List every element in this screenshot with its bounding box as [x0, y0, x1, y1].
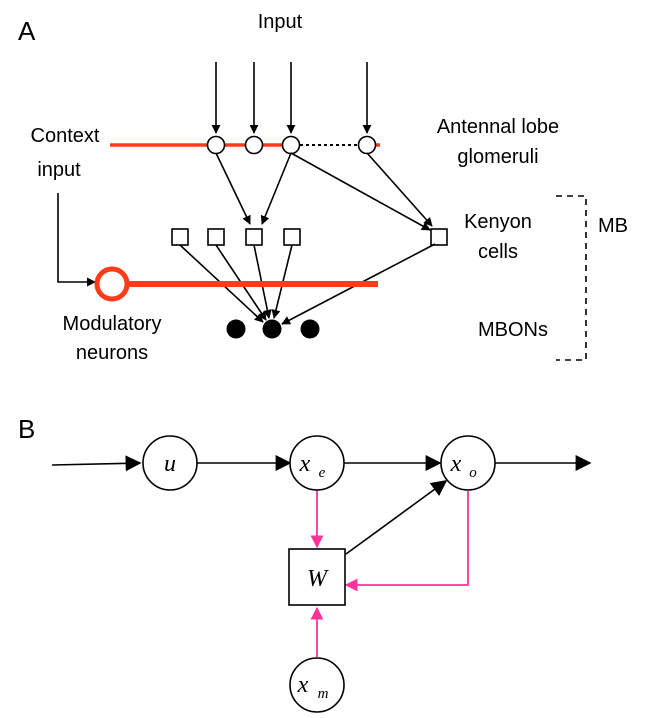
- mbon-1: [226, 319, 246, 339]
- glomeruli-to-kenyon: [215, 152, 433, 231]
- node-w-label: W: [307, 566, 329, 592]
- proj-1: [215, 152, 251, 225]
- glomerulus-2: [244, 135, 264, 155]
- node-u: u: [142, 435, 198, 491]
- node-u-label: u: [164, 451, 176, 477]
- proj-3: [290, 152, 431, 231]
- kenyon-cell-5: [430, 228, 448, 246]
- kenyon-cell-4: [283, 228, 301, 246]
- node-xe: x e: [289, 435, 345, 491]
- node-w: W: [288, 548, 346, 606]
- mbons-label: MBONs: [478, 319, 548, 341]
- panel-b-label: B: [18, 414, 35, 444]
- panel-b: B u x e x o: [18, 414, 592, 713]
- flow-arrows: [51, 455, 592, 555]
- modulatory-label-1: Modulatory: [63, 313, 162, 335]
- mb-label: MB: [598, 215, 628, 237]
- node-xo-circle: [440, 435, 496, 491]
- panel-a: A Input: [18, 11, 628, 364]
- proj-2: [260, 152, 292, 225]
- node-xo: x o: [440, 435, 496, 491]
- context-label-1: Context: [31, 125, 100, 147]
- context-to-modulatory-arrow: [57, 193, 96, 287]
- modulatory-label-2: neurons: [76, 342, 148, 364]
- arrow-w-to-xo: [345, 480, 448, 555]
- mbon-2: [262, 319, 282, 339]
- node-xm-circle: [289, 657, 345, 713]
- glomerulus-4: [357, 135, 377, 155]
- node-xe-circle: [289, 435, 345, 491]
- glomerulus-3: [281, 135, 301, 155]
- kenyon-label-2: cells: [478, 241, 518, 263]
- arrow-xo-to-w: [344, 491, 469, 592]
- mb-bracket: [556, 195, 587, 361]
- node-xm: x m: [289, 657, 345, 713]
- arrow-in-to-u: [51, 455, 142, 472]
- modulatory-neuron: [94, 266, 130, 302]
- antennal-label-2: glomeruli: [457, 146, 538, 168]
- node-xm-sub: m: [318, 686, 329, 702]
- node-u-circle: [142, 435, 198, 491]
- antennal-label-1: Antennal lobe: [437, 116, 559, 138]
- node-xo-base: x: [450, 451, 462, 477]
- node-xm-base: x: [297, 672, 309, 698]
- mbon-3: [300, 319, 320, 339]
- node-xe-sub: e: [319, 465, 326, 481]
- kenyon-label-1: Kenyon: [464, 211, 532, 233]
- node-xe-base: x: [299, 451, 311, 477]
- glomeruli: [206, 135, 377, 155]
- panel-a-label: A: [18, 16, 36, 46]
- kenyon-cell-1: [171, 228, 189, 246]
- node-w-box: [288, 548, 346, 606]
- node-xo-sub: o: [469, 465, 477, 481]
- input-label: Input: [258, 11, 303, 33]
- proj-4: [366, 152, 433, 227]
- input-arrows: [211, 62, 372, 134]
- kenyon-cell-2: [207, 228, 225, 246]
- kenyon-cell-3: [245, 228, 263, 246]
- glomerulus-1: [206, 135, 226, 155]
- kenyon-cells: [171, 228, 448, 246]
- context-label-2: input: [37, 159, 81, 181]
- mbons: [226, 319, 320, 339]
- plasticity-arrows: [310, 490, 469, 657]
